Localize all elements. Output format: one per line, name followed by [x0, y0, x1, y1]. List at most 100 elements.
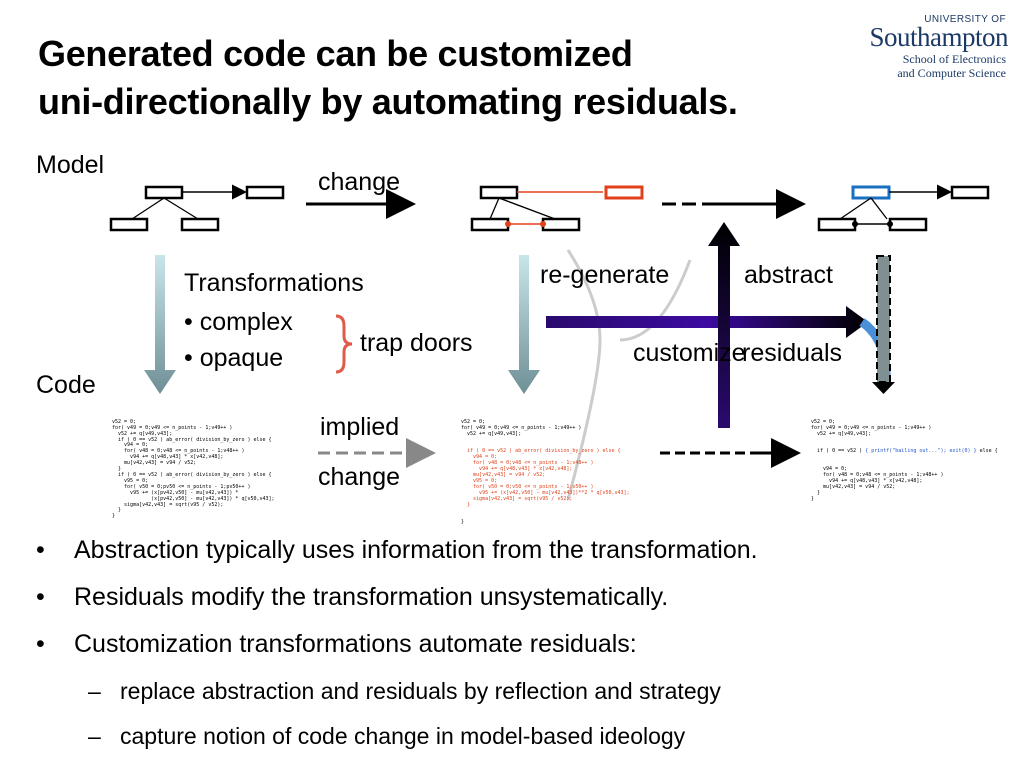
code-line-if: if ( 0 == v52 ) { printf("bailing out...…: [811, 448, 998, 455]
code-line: if ( 0 == v52 ) ab_error( division_by_ze…: [112, 436, 272, 443]
code-label: Code: [36, 371, 96, 399]
code-line: v94 += q[v48,v43] * x[v42,v48];: [112, 454, 224, 461]
code-if-post: else {: [976, 448, 998, 455]
trap-doors-label: trap doors: [360, 329, 473, 357]
code-line: for( v49 = 0;v49 <= n_points - 1;v49++ ): [112, 424, 233, 431]
transformations-item-text: complex: [199, 308, 293, 336]
change-label: change: [318, 168, 401, 196]
abstract-arrow: [708, 222, 740, 428]
code-line: v52 += q[v49,v43];: [461, 430, 522, 437]
residuals-arrow-head: [872, 382, 895, 394]
sub-bullet-item: –capture notion of code change in model-…: [88, 722, 685, 750]
bullet-text: Abstraction typically uses information f…: [74, 536, 758, 564]
code-line: v52 += q[v49,v43];: [811, 430, 872, 437]
code-lines-tail: }: [461, 519, 630, 526]
code-block-customized: v52 = 0;for( v49 = 0;v49 <= n_points - 1…: [811, 408, 998, 508]
code-line: v52 = 0;: [112, 418, 137, 425]
code-line: for( v49 = 0;v49 <= n_points - 1;v49++ ): [461, 424, 582, 431]
code-line: sigma[v42,v43] = sqrt(v95 / v52);: [112, 501, 224, 508]
code-line: v94 += q[v48,v43] * x[v42,v48];: [811, 477, 923, 484]
abstract-label: abstract: [744, 261, 833, 289]
code-line: v94 = 0;: [461, 454, 498, 461]
trap-doors-brace: [335, 314, 353, 374]
sub-bullet-text: capture notion of code change in model-b…: [120, 723, 686, 749]
title-line-1: Generated code can be customized: [38, 33, 633, 74]
model-diagram-changed: [470, 185, 644, 232]
sub-bullet-item: –replace abstraction and residuals by re…: [88, 677, 721, 705]
transformations-item: • complex: [184, 308, 293, 336]
bullet-item: • Customization transformations automate …: [36, 629, 637, 659]
title-line-2: uni-directionally by automating residual…: [38, 81, 738, 122]
code-line: for( v50 = 0;pv50 <= n_points - 1;pv50++…: [112, 483, 251, 490]
sub-bullet-marker: –: [88, 678, 101, 704]
bullet-item: • Residuals modify the transformation uns…: [36, 582, 668, 612]
code-line: for( v49 = 0;v49 <= n_points - 1;v49++ ): [811, 424, 932, 431]
model-diagram-original: [109, 184, 285, 232]
bullet-marker: •: [36, 630, 45, 658]
transformation-arrow-1: [144, 255, 176, 394]
code-line: for( v48 = 0;v48 <= n_points - 1;v48++ ): [811, 471, 944, 478]
code-line: for( v48 = 0;v48 <= n_points - 1;v48++ ): [112, 448, 245, 455]
code-line: }: [461, 501, 471, 508]
logo-name: Southampton: [869, 22, 1008, 52]
code-line: }: [461, 519, 465, 526]
code-if-blue: { printf("bailing out..."); exit(0) }: [865, 448, 977, 455]
model-label: Model: [36, 151, 105, 179]
logo-school-line-1: School of Electronics: [902, 52, 1006, 66]
code-line: v94 += q[v48,v43] * x[v42,v48];: [461, 466, 573, 473]
code-lines-head: v52 = 0;for( v49 = 0;v49 <= n_points - 1…: [811, 418, 998, 438]
customize-arrow: [546, 306, 868, 338]
code-line: }: [112, 466, 122, 473]
code-line: v52 = 0;: [461, 418, 486, 425]
regenerate-label: re-generate: [540, 261, 670, 289]
implied-change-label: change: [318, 463, 401, 491]
university-logo: UNIVERSITY OF Southampton School of Elec…: [852, 14, 1012, 84]
transformations-item: • opaque: [184, 344, 284, 372]
code-line: v95 += (x[pv42,v50] - mu[v42,v43]) *: [112, 489, 239, 496]
code-line: for( v50 = 0;v50 <= n_points - 1;v50++ ): [461, 483, 594, 490]
code-lines: v52 = 0;for( v49 = 0;v49 <= n_points - 1…: [112, 418, 275, 520]
sub-bullet-text: replace abstraction and residuals by ref…: [120, 678, 721, 704]
logo-university-line: UNIVERSITY OF: [924, 14, 1006, 25]
code-line: mu[v42,v43] = v94 / v52;: [811, 483, 896, 490]
code-line: (x[pv42,v50] - mu[v42,v43]) * q[v50,v43]…: [112, 495, 275, 502]
code-line: v52 = 0;: [811, 418, 836, 425]
customize-label: customize: [633, 339, 746, 367]
bullet-marker: •: [36, 583, 45, 611]
code-line: v94 = 0;: [112, 442, 149, 449]
code-line: }: [112, 507, 122, 514]
code-line: }: [811, 489, 821, 496]
code-line: sigma[v42,v43] = sqrt(v95 / v52);: [461, 495, 573, 502]
code-line: mu[v42,v43] = v94 / v52;: [461, 471, 546, 478]
code-line: v94 = 0;: [811, 466, 848, 473]
code-if-pre: if ( 0 == v52 ): [811, 448, 866, 455]
implied-label: implied: [320, 413, 400, 441]
code-lines-changed: if ( 0 == v52 ) ab_error( division_by_ze…: [461, 448, 630, 508]
residuals-label: residuals: [742, 339, 843, 367]
transformation-arrow-2: [508, 255, 540, 394]
code-line: v52 += q[v49,v43];: [112, 430, 173, 437]
bullet-item: • Abstraction typically uses information …: [36, 535, 758, 565]
code-line: if ( 0 == v52 ) ab_error( division_by_ze…: [112, 471, 272, 478]
transformations-item-text: opaque: [199, 344, 284, 372]
bullet-text: Customization transformations automate r…: [74, 630, 637, 658]
code-block-original: v52 = 0;for( v49 = 0;v49 <= n_points - 1…: [112, 408, 275, 526]
code-line: v95 += (x[v42,v50] - mu[v42,v43])**2 * q…: [461, 489, 630, 496]
code-line: v95 = 0;: [112, 477, 149, 484]
code-lines-tail: v94 = 0; for( v48 = 0;v48 <= n_points - …: [811, 466, 998, 502]
code-line: }: [112, 513, 116, 520]
code-line: mu[v42,v43] = v94 / v52;: [112, 460, 197, 467]
code-line: if ( 0 == v52 ) ab_error( division_by_ze…: [461, 448, 621, 455]
code-lines-head: v52 = 0;for( v49 = 0;v49 <= n_points - 1…: [461, 418, 630, 438]
code-line: }: [811, 495, 815, 502]
code-line: for( v48 = 0;v48 <= n_points - 1;v48++ ): [461, 460, 594, 467]
sub-bullet-marker: –: [88, 723, 101, 749]
code-block-changed: v52 = 0;for( v49 = 0;v49 <= n_points - 1…: [461, 408, 630, 532]
logo-school-line-2: and Computer Science: [897, 66, 1006, 80]
transformations-label: Transformations: [184, 269, 364, 297]
bullet-text: Residuals modify the transformation unsy…: [74, 583, 669, 611]
code-line: v95 = 0;: [461, 477, 498, 484]
model-diagram-abstract: [817, 184, 990, 232]
bullet-marker: •: [36, 536, 45, 564]
